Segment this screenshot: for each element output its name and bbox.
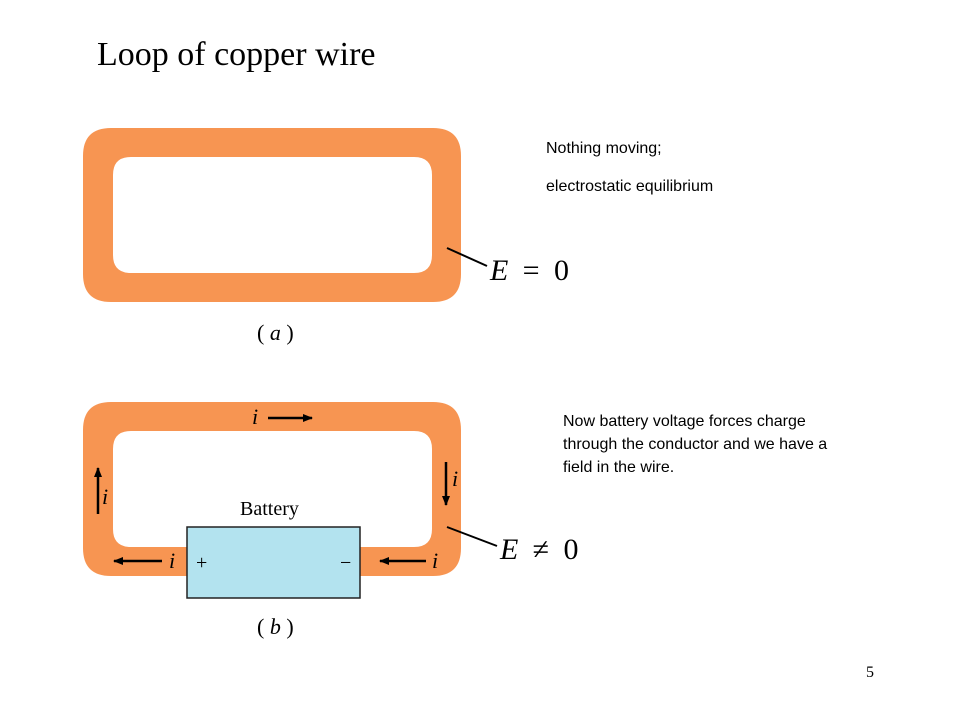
field-relation-b: ≠: [533, 533, 549, 566]
battery: [186, 526, 361, 599]
field-equation-b: E ≠ 0: [499, 533, 578, 566]
field-symbol-a: E: [489, 254, 508, 287]
caption-a: ( a ): [257, 320, 294, 345]
panel-a-note-line1: Nothing moving;: [546, 140, 662, 157]
caption-b-close: ): [286, 614, 293, 639]
battery-minus-terminal: −: [340, 552, 351, 574]
panel-a: E = 0 ( a ): [83, 128, 569, 345]
panel-a-note-line2: electrostatic equilibrium: [546, 178, 714, 195]
caption-b: ( b ): [257, 614, 294, 639]
field-equation-a: E = 0: [489, 254, 569, 287]
current-label-left: i: [102, 484, 108, 509]
panel-b: Battery + − i i i i i E ≠ 0 ( b ): [83, 402, 578, 639]
field-pointer-line-a: [446, 247, 488, 267]
caption-a-close: ): [286, 320, 293, 345]
current-label-bottom-right: i: [432, 548, 438, 573]
slide-title: Loop of copper wire: [97, 36, 376, 73]
field-value-a: 0: [554, 254, 569, 287]
page-number: 5: [866, 664, 874, 681]
field-relation-a: =: [523, 254, 540, 287]
field-symbol-b: E: [499, 533, 518, 566]
current-label-top: i: [252, 404, 258, 429]
panel-b-note: Now battery voltage forces charge throug…: [563, 413, 828, 476]
caption-a-open: (: [257, 320, 264, 345]
battery-plus-terminal: +: [196, 552, 207, 574]
field-value-b: 0: [563, 533, 578, 566]
caption-b-letter: b: [270, 614, 281, 639]
caption-b-open: (: [257, 614, 264, 639]
current-label-right: i: [452, 466, 458, 491]
battery-label: Battery: [240, 498, 299, 520]
wire-loop-a: [83, 128, 461, 302]
current-label-bottom-left: i: [169, 548, 175, 573]
field-pointer-line-b: [446, 526, 498, 547]
caption-a-letter: a: [270, 320, 281, 345]
